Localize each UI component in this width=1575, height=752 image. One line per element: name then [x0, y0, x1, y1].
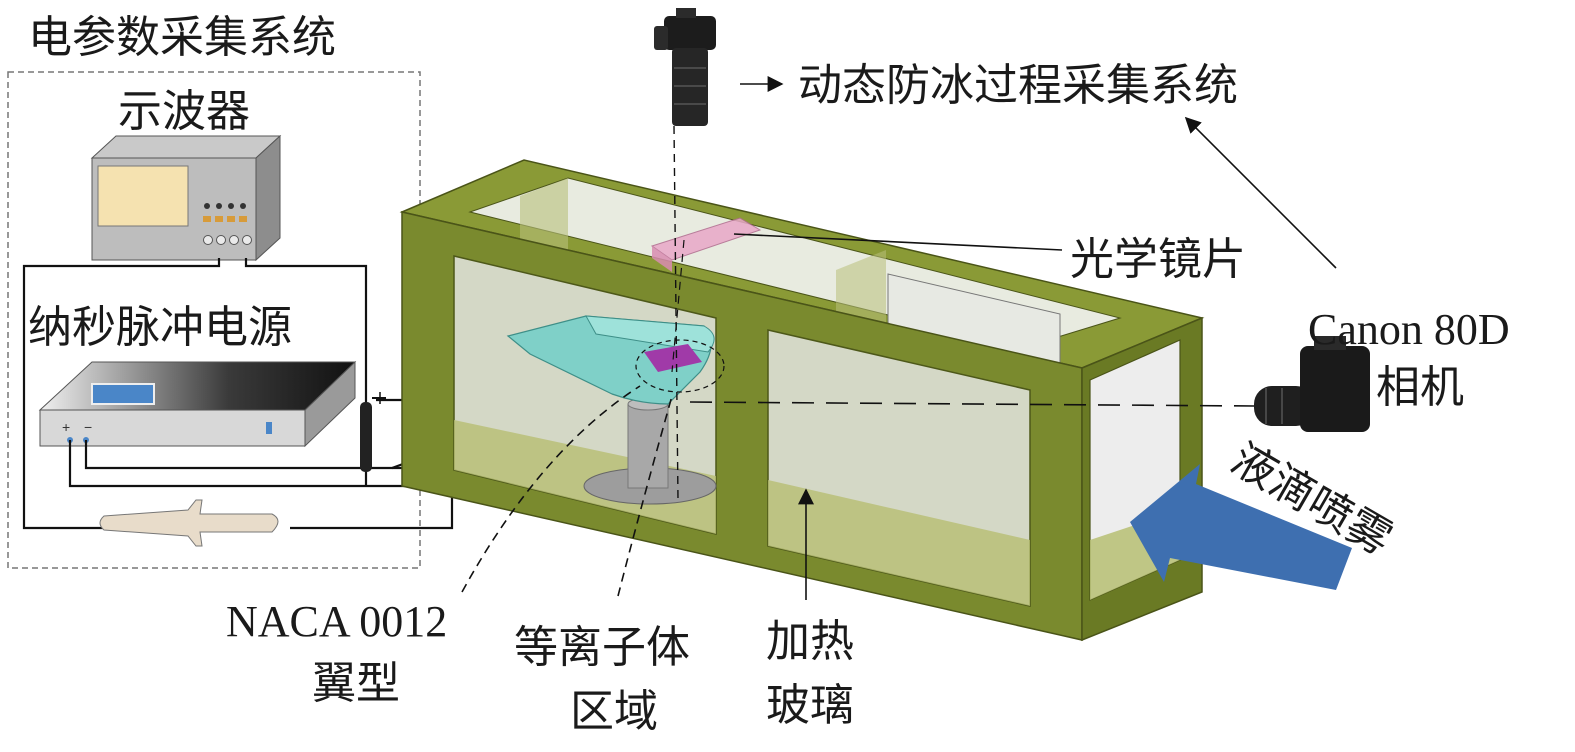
power-supply-display [92, 384, 154, 404]
airfoil-label-line1: NACA 0012 [226, 597, 447, 646]
oscilloscope [92, 136, 280, 260]
plus-terminal-label: + [62, 419, 70, 435]
airfoil-label-line2: 翼型 [312, 658, 400, 709]
top-camera [654, 8, 716, 126]
power-supply: + − [40, 362, 355, 446]
plasma-label-line1: 等离子体 [514, 622, 690, 673]
voltage-probe [100, 500, 278, 546]
power-supply-label: 纳秒脉冲电源 [28, 302, 292, 353]
current-probe [360, 392, 386, 472]
minus-terminal-label: − [84, 419, 92, 435]
oscilloscope-label: 示波器 [118, 86, 250, 137]
acquisition-system-label: 电参数采集系统 [28, 12, 336, 63]
oscilloscope-screen [98, 166, 188, 226]
camera-label: 相机 [1376, 362, 1464, 413]
heated-glass-label-line2: 玻璃 [766, 680, 854, 731]
heated-glass-label-line1: 加热 [766, 616, 854, 667]
camera-model-label: Canon 80D [1308, 305, 1510, 354]
wind-tunnel [402, 160, 1202, 640]
plasma-label-line2: 区域 [570, 686, 658, 737]
dynamic-capture-label: 动态防冰过程采集系统 [798, 60, 1238, 111]
optical-lens-label: 光学镜片 [1070, 234, 1246, 285]
